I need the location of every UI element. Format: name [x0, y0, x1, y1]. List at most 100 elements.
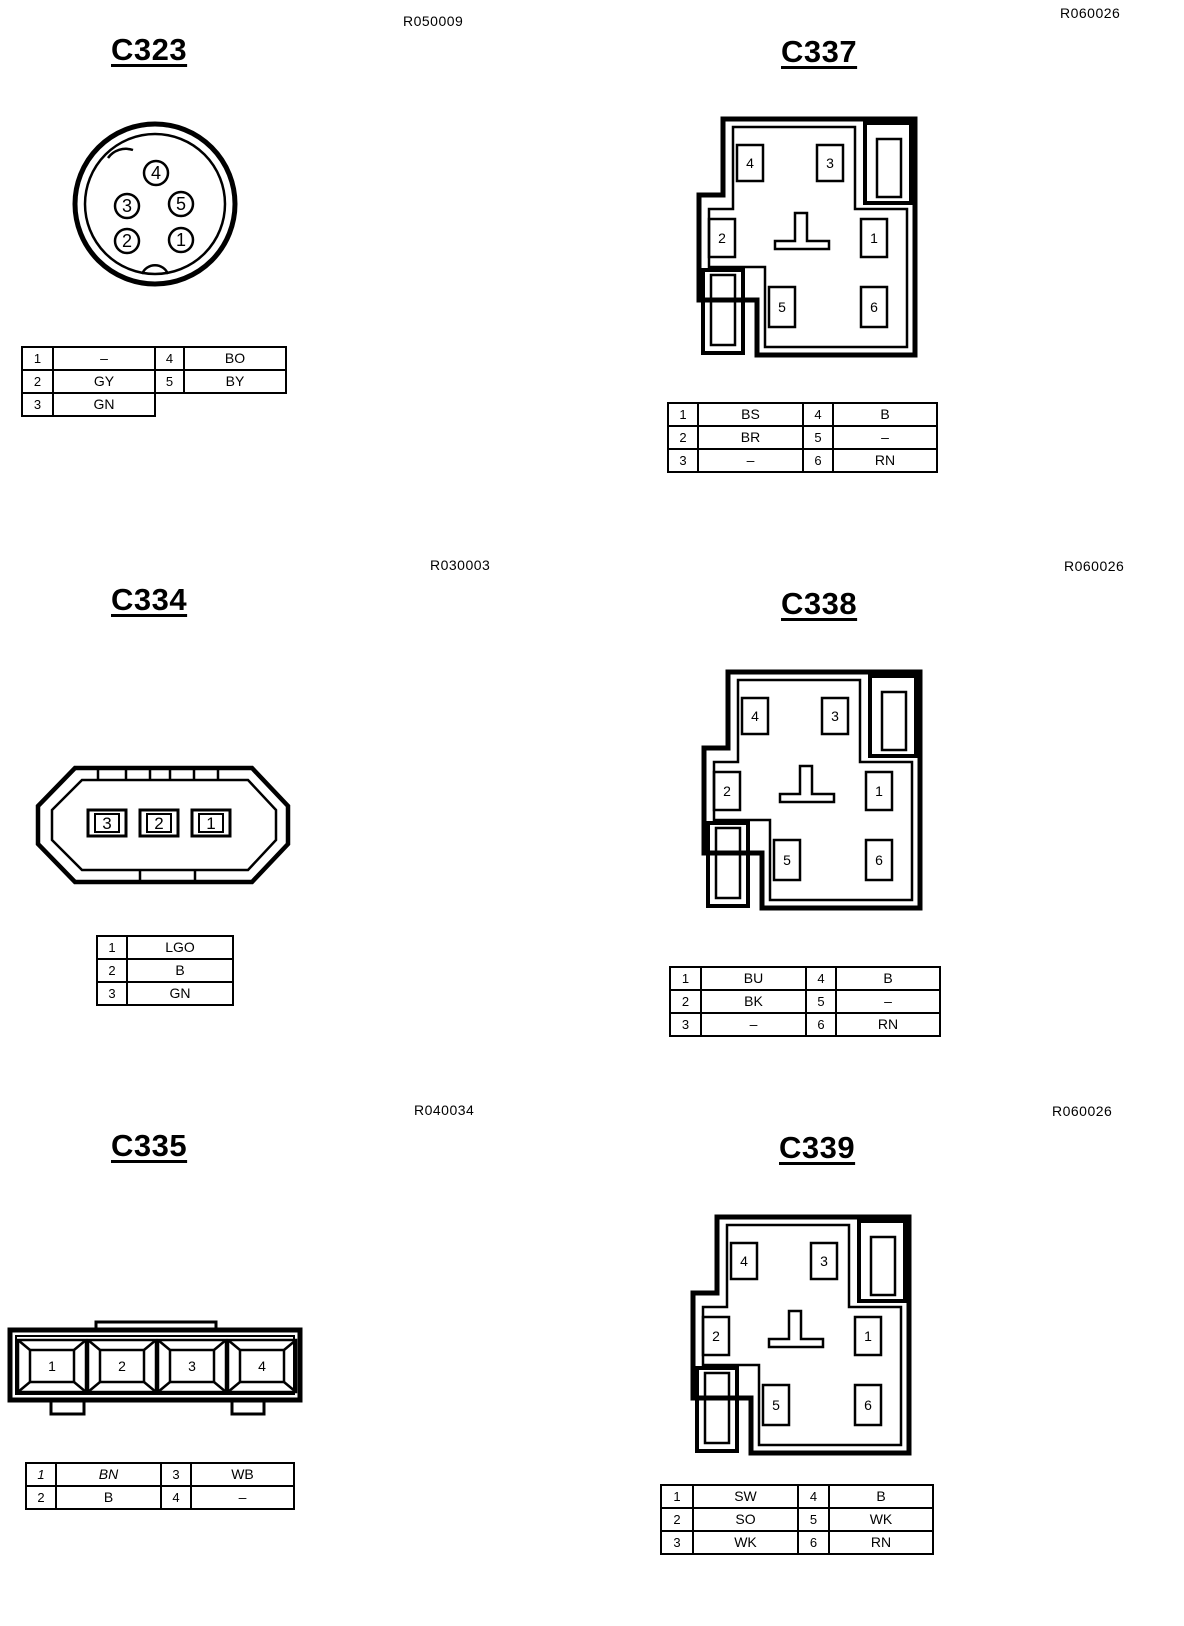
pin-number: 4	[154, 346, 185, 371]
c338-pin-3: 3	[831, 708, 839, 724]
c337-pin-2: 2	[718, 230, 726, 246]
wire-colour: WK	[692, 1530, 799, 1555]
wire-colour: RN	[835, 1012, 941, 1037]
c334-pin-3: 3	[102, 814, 111, 833]
wire-colour: BN	[55, 1462, 162, 1487]
c323-title: C323	[111, 32, 188, 67]
c337-title: C337	[781, 34, 858, 69]
pin-number: 2	[660, 1507, 694, 1532]
c337-pin-6: 6	[870, 299, 878, 315]
wire-colour: GN	[126, 981, 234, 1006]
pin-number: 3	[160, 1462, 192, 1487]
pin-number: 4	[805, 966, 837, 991]
pin-number: 4	[797, 1484, 830, 1509]
pin-number: 1	[96, 935, 128, 960]
wire-colour: –	[835, 989, 941, 1014]
pin-number: 5	[805, 989, 837, 1014]
pin-number: 1	[660, 1484, 694, 1509]
wire-colour: BS	[697, 402, 804, 427]
pin-number: 3	[669, 1012, 702, 1037]
c339-pin-5: 5	[772, 1397, 780, 1413]
pin-number: 2	[669, 989, 702, 1014]
c323-pin-4: 4	[151, 163, 161, 183]
c335-pin-3: 3	[188, 1358, 196, 1374]
c334-pin-1: 1	[206, 814, 215, 833]
pin-number: 1	[21, 346, 54, 371]
c337-pin-3: 3	[826, 155, 834, 171]
c338-connector-diagram: 4 3 2 1 5 6	[701, 669, 923, 911]
c334-ref-code: R030003	[430, 557, 491, 573]
wire-colour: B	[835, 966, 941, 991]
c323-pin-3: 3	[122, 196, 132, 216]
c323-ref-code: R050009	[403, 13, 464, 29]
pin-number: 2	[25, 1485, 57, 1510]
pin-number: 3	[667, 448, 699, 473]
wire-colour: BY	[183, 369, 287, 394]
c339-ref-code: R060026	[1052, 1103, 1113, 1119]
wire-colour: SO	[692, 1507, 799, 1532]
pin-number: 2	[667, 425, 699, 450]
wire-colour: RN	[832, 448, 938, 473]
wire-colour: BO	[183, 346, 287, 371]
wire-colour: B	[126, 958, 234, 983]
pin-number: 1	[667, 402, 699, 427]
wire-colour: BR	[697, 425, 804, 450]
wire-colour: –	[52, 346, 156, 371]
c339-title: C339	[779, 1130, 856, 1165]
c339-pin-2: 2	[712, 1328, 720, 1344]
c337-pin-1: 1	[870, 230, 878, 246]
c323-pin-2: 2	[122, 231, 132, 251]
pin-number: 5	[154, 369, 185, 394]
c323-connector-diagram: 4 3 5 2 1	[72, 121, 238, 287]
wire-colour: –	[190, 1485, 295, 1510]
pin-number: 4	[802, 402, 834, 427]
c334-title: C334	[111, 582, 188, 617]
pin-number: 3	[21, 392, 54, 417]
c337-connector-diagram: 4 3 2 1 5 6	[696, 116, 918, 358]
wire-colour: B	[828, 1484, 934, 1509]
pin-number: 4	[160, 1485, 192, 1510]
wire-colour: –	[697, 448, 804, 473]
wire-colour: SW	[692, 1484, 799, 1509]
c338-pin-4: 4	[751, 708, 759, 724]
wire-colour: RN	[828, 1530, 934, 1555]
pin-number: 6	[805, 1012, 837, 1037]
wire-colour: WB	[190, 1462, 295, 1487]
c338-pin-2: 2	[723, 783, 731, 799]
c335-title: C335	[111, 1128, 188, 1163]
wire-colour: B	[832, 402, 938, 427]
pin-number: 1	[669, 966, 702, 991]
c339-pin-6: 6	[864, 1397, 872, 1413]
wire-colour: B	[55, 1485, 162, 1510]
c339-pin-3: 3	[820, 1253, 828, 1269]
c335-pin-2: 2	[118, 1358, 126, 1374]
c335-connector-diagram: 1 2 3 4	[7, 1320, 303, 1416]
wire-colour: WK	[828, 1507, 934, 1532]
c338-title: C338	[781, 586, 858, 621]
c337-pin-4: 4	[746, 155, 754, 171]
c339-pin-1: 1	[864, 1328, 872, 1344]
c334-connector-diagram: 3 2 1	[35, 765, 291, 885]
wire-colour: GN	[52, 392, 156, 417]
wire-colour: –	[832, 425, 938, 450]
c337-pin-5: 5	[778, 299, 786, 315]
